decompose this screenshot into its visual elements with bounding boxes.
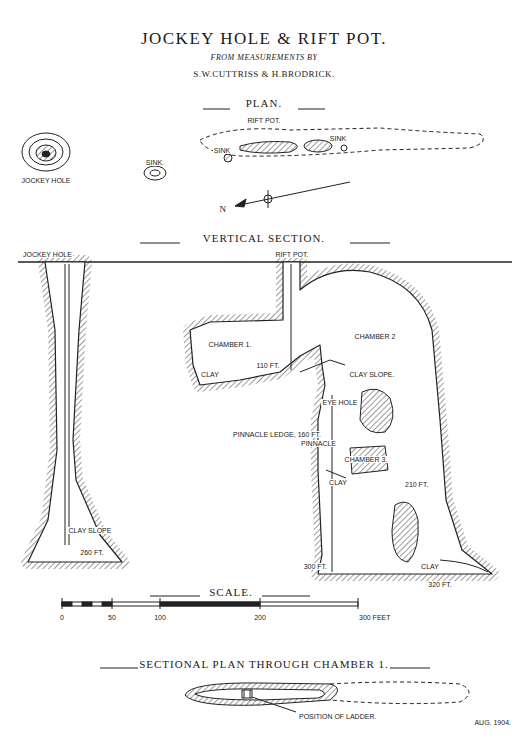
credit-names: S.W.CUTTRISS & H.BRODRICK.: [192, 70, 336, 79]
depth-label: PINNACLE LEDGE, 160 FT.: [232, 431, 322, 438]
scale-number: 300 FEET: [358, 614, 392, 621]
plan-label: SINK.: [145, 159, 165, 166]
plan-label: JOCKEY HOLE: [21, 177, 72, 184]
floor-label: CLAY: [420, 563, 440, 570]
credit-line: FROM MEASUREMENTS BY: [210, 54, 319, 62]
floor-label: CLAY SLOPE: [68, 527, 113, 534]
ladder-note: POSITION OF LADDER.: [298, 713, 377, 720]
floor-label: CLAY: [328, 479, 348, 486]
plan-label: SINK: [329, 135, 347, 142]
north-label: N: [219, 205, 228, 214]
scale-number: 50: [107, 614, 117, 621]
plan-label: RIFT POT.: [247, 117, 282, 124]
scale-number: 200: [253, 614, 267, 621]
date-label: AUG. 1904.: [473, 719, 512, 726]
chamber-label: CHAMBER 1.: [208, 341, 253, 348]
scale-number: 100: [153, 614, 167, 621]
feature-label: EYE HOLE: [321, 399, 358, 406]
chamber-label: CHAMBER 2: [354, 333, 397, 340]
section-heading: SECTIONAL PLAN THROUGH CHAMBER 1.: [138, 659, 390, 670]
section-heading: PLAN.: [245, 98, 283, 109]
depth-label: 320 FT.: [427, 581, 452, 588]
scale-number: 0: [59, 614, 65, 621]
depth-label: 110 FT.: [256, 362, 281, 369]
title: JOCKEY HOLE & RIFT POT.: [140, 30, 388, 47]
plan-label: SINK: [213, 147, 231, 154]
section-label: JOCKEY HOLE: [22, 251, 73, 258]
depth-label: 300 FT.: [303, 563, 328, 570]
floor-label: CLAY SLOPE.: [349, 371, 396, 378]
scale-heading: SCALE.: [208, 587, 254, 598]
chamber-label: CHAMBER 3.: [344, 456, 389, 463]
section-heading: VERTICAL SECTION.: [202, 233, 326, 244]
depth-label: 210 FT.: [404, 481, 429, 488]
section-label: RIFT POT.: [275, 251, 310, 258]
feature-label: PINNACLE: [300, 440, 337, 447]
depth-label: 260 FT.: [79, 549, 104, 556]
floor-label: CLAY: [200, 371, 220, 378]
